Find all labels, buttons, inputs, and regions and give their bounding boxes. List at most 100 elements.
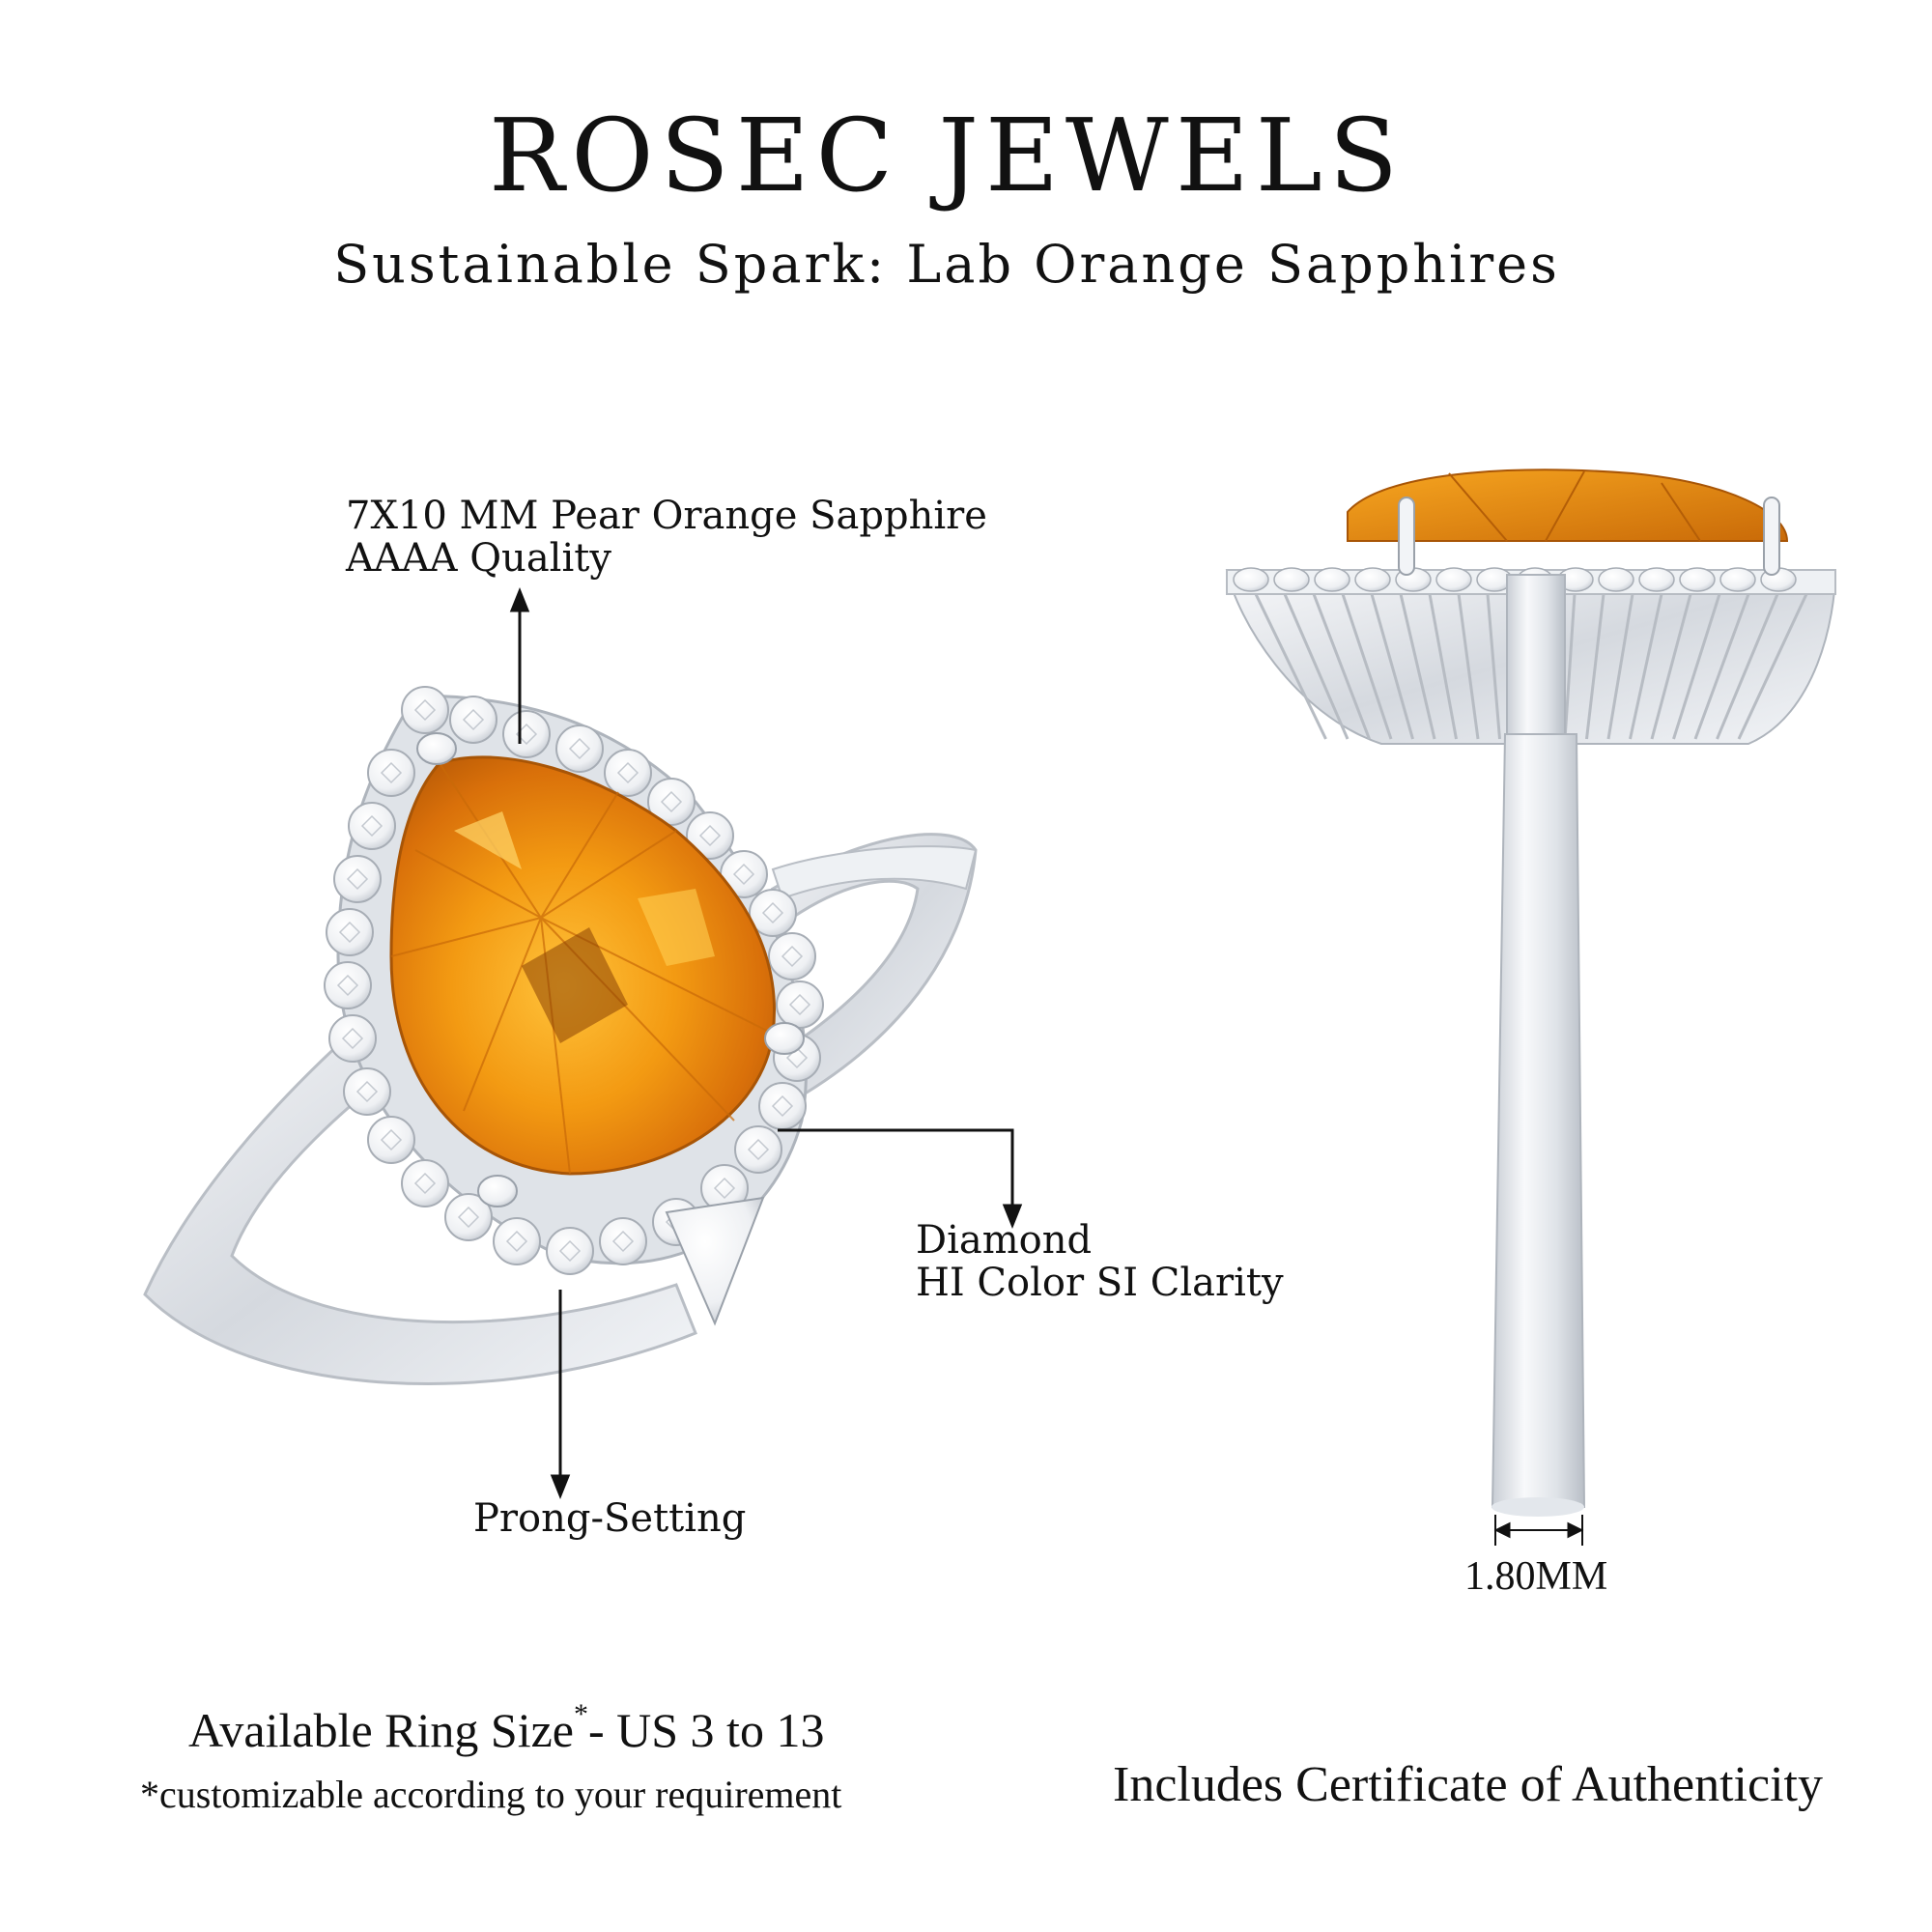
trillion-diamond — [665, 1196, 765, 1326]
halo-diamond — [493, 1217, 541, 1265]
side-stone-type: Diamond — [916, 1218, 1093, 1263]
halo-diamond — [546, 1227, 594, 1275]
gallery-bar — [1341, 593, 1393, 740]
halo-diamond — [343, 1067, 391, 1116]
diamond-facet — [360, 814, 384, 838]
gallery-bar — [1563, 593, 1577, 740]
halo-diamond — [776, 980, 824, 1029]
halo-diamond — [367, 749, 415, 797]
diamond-facet — [616, 761, 639, 784]
annotation-arrows — [509, 586, 1584, 1546]
halo-diamond — [555, 724, 604, 773]
ring-size-line: Available Ring Size*- US 3 to 13 — [188, 1698, 825, 1758]
side-halo-diamond — [1273, 567, 1310, 592]
prongs — [416, 732, 805, 1208]
halo-diamond — [326, 908, 374, 956]
halo-diamond — [367, 1116, 415, 1164]
halo-diamond — [647, 778, 696, 826]
halo-diamond — [328, 1014, 377, 1063]
gallery-bar — [1737, 593, 1808, 740]
halo-diamond — [333, 855, 382, 903]
diamond-facet — [788, 993, 811, 1016]
gallery-bar — [1585, 593, 1605, 740]
gallery-bar — [1629, 593, 1663, 740]
diamond-facet — [771, 1094, 794, 1118]
halo-diamond — [502, 710, 551, 758]
diamond-facet — [713, 1177, 736, 1200]
setting-label: Prong-Setting — [473, 1496, 747, 1541]
halo-diamond — [449, 696, 497, 744]
diamond-facet — [515, 723, 538, 746]
side-stone-label: Diamond HI Color SI Clarity — [916, 1219, 1284, 1304]
center-stone-quality: AAAA Quality — [346, 536, 611, 581]
halo-diamond — [348, 802, 396, 850]
ring-size-asterisk: * — [573, 1698, 588, 1730]
center-stone-label: 7X10 MM Pear Orange Sapphire AAAA Qualit… — [346, 495, 987, 580]
gallery-bar — [1399, 593, 1436, 740]
gallery-bar — [1283, 593, 1350, 740]
gallery-bar — [1693, 593, 1750, 740]
certificate-text: Includes Certificate of Authenticity — [1113, 1757, 1823, 1812]
halo-diamond — [758, 1082, 807, 1130]
diamond-facet — [413, 698, 437, 722]
halo-diamond — [604, 749, 652, 797]
halo-diamond — [686, 811, 734, 860]
gallery-bar — [1606, 593, 1634, 740]
halo-diamond — [401, 686, 449, 734]
diamond-facet — [698, 824, 722, 847]
diamond-facet — [761, 901, 784, 924]
side-stone-grade: HI Color SI Clarity — [916, 1261, 1284, 1305]
diamond-facet — [380, 761, 403, 784]
diamond-facet — [341, 1027, 364, 1050]
halo-diamond — [401, 1159, 449, 1208]
halo-diamond — [749, 889, 797, 937]
side-halo-diamond — [1314, 567, 1350, 592]
diamond-facet — [568, 737, 591, 760]
gallery-bar — [1716, 593, 1779, 740]
brand-tagline: Sustainable Spark: Lab Orange Sapphires — [333, 234, 1560, 295]
halo-diamond — [734, 1125, 782, 1174]
ring-size-label: Available Ring Size — [188, 1703, 574, 1757]
halo-diamond — [599, 1217, 647, 1265]
brand-name: ROSEC JEWELS — [488, 97, 1406, 214]
diamond-facet — [505, 1230, 528, 1253]
side-halo-diamond — [1354, 567, 1391, 592]
diamond-facet — [611, 1230, 635, 1253]
gallery-bar — [1457, 593, 1480, 740]
halo-diamond — [324, 961, 372, 1009]
diamond-facet — [457, 1206, 480, 1229]
side-halo-diamond — [1638, 567, 1675, 592]
side-halo-diamond — [1233, 567, 1269, 592]
diamond-facet — [558, 1239, 582, 1263]
ring-size-range: - US 3 to 13 — [587, 1703, 825, 1757]
side-halo-diamond — [1679, 567, 1716, 592]
gallery-bar — [1370, 593, 1414, 740]
gallery-bar — [1254, 593, 1327, 740]
halo-diamond — [768, 932, 816, 980]
diamond-facet — [413, 1172, 437, 1195]
gallery-bar — [1486, 593, 1501, 740]
diamond-facet — [660, 790, 683, 813]
band-width-label: 1.80MM — [1464, 1554, 1608, 1599]
ring-size-note: *customizable according to your requirem… — [140, 1773, 842, 1816]
diamond-facet — [462, 708, 485, 731]
ring-side-view — [1225, 469, 1837, 1517]
side-halo-diamond — [1598, 567, 1634, 592]
center-stone-size: 7X10 MM Pear Orange Sapphire — [346, 494, 987, 538]
gallery-bar — [1428, 593, 1458, 740]
diamond-facet — [338, 921, 361, 944]
side-halo-diamond — [1435, 567, 1472, 592]
diamond-facet — [732, 863, 755, 886]
gallery-bar — [1672, 593, 1721, 740]
diamond-facet — [346, 867, 369, 891]
gallery-bar — [1650, 593, 1692, 740]
halo-diamond — [444, 1193, 493, 1241]
diamond-facet — [355, 1080, 379, 1103]
gallery-bar — [1312, 593, 1371, 740]
side-halo-diamond — [1719, 567, 1756, 592]
sapphire-facets — [390, 762, 774, 1175]
halo-diamonds — [324, 686, 824, 1275]
diamond-facet — [336, 974, 359, 997]
diamond-facet — [380, 1128, 403, 1151]
